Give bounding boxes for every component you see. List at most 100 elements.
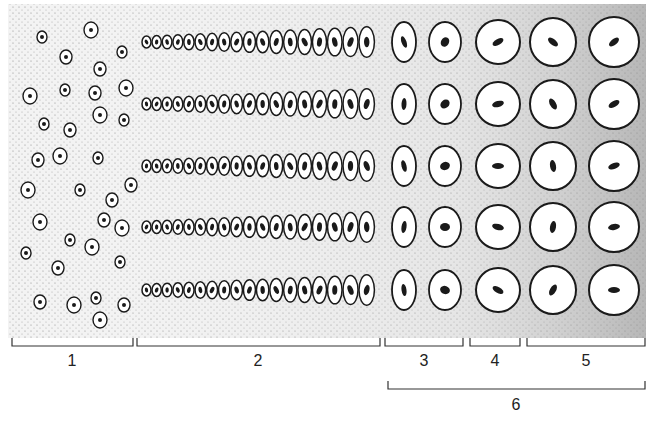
cell — [93, 152, 103, 164]
cell-nucleus — [247, 38, 252, 46]
cell-nucleus — [331, 161, 339, 172]
cell-nucleus — [259, 162, 266, 171]
cell — [34, 295, 46, 309]
cell — [60, 84, 70, 96]
cell — [195, 158, 206, 174]
cell-nucleus — [346, 284, 355, 295]
cell — [343, 212, 358, 241]
cell-nucleus — [40, 35, 44, 39]
cell-nucleus — [259, 38, 266, 47]
bracket — [470, 338, 520, 346]
cell — [359, 275, 374, 305]
cell-nucleus — [175, 224, 180, 231]
cell — [270, 279, 283, 302]
cell-nucleus — [300, 222, 308, 232]
cell — [118, 298, 130, 312]
cell — [589, 79, 639, 129]
cell-nucleus — [491, 36, 504, 47]
cell-nucleus — [234, 162, 239, 170]
cell-nucleus — [259, 223, 266, 232]
cell — [195, 34, 206, 50]
cell — [152, 221, 161, 234]
cell — [184, 219, 194, 235]
cell — [98, 213, 110, 227]
cell-nucleus — [96, 156, 100, 160]
cell-nucleus — [165, 101, 169, 107]
cell — [243, 32, 255, 53]
cell-nucleus — [24, 251, 28, 255]
cell-nucleus — [198, 287, 203, 294]
cell — [152, 98, 161, 111]
cell-nucleus — [197, 38, 203, 45]
cell — [32, 153, 44, 167]
cell-nucleus — [198, 101, 202, 108]
cell-nucleus — [302, 161, 308, 171]
cell-nucleus — [286, 161, 294, 171]
cell — [106, 193, 118, 207]
cell — [476, 20, 520, 64]
cell-nucleus — [63, 88, 67, 92]
cell-nucleus — [608, 287, 620, 293]
cell — [184, 282, 194, 298]
cell-nucleus — [246, 162, 252, 171]
cell-nucleus — [491, 284, 504, 295]
cell — [231, 32, 243, 52]
cell — [298, 277, 312, 302]
cell-nucleus — [165, 287, 168, 293]
cell — [162, 159, 172, 173]
cell — [392, 207, 416, 247]
cell-nucleus — [316, 161, 323, 171]
cell-nucleus — [315, 285, 323, 296]
cell-nucleus — [301, 285, 308, 295]
cell — [115, 220, 129, 236]
tissue-ground — [8, 4, 646, 338]
cell-nucleus — [346, 98, 354, 109]
cell — [328, 213, 343, 241]
cell-nucleus — [273, 37, 280, 46]
cell — [142, 36, 151, 48]
tissue-shade — [8, 4, 646, 338]
cell — [152, 284, 161, 297]
cell — [142, 160, 151, 172]
cell — [312, 153, 326, 179]
cell — [589, 265, 639, 315]
cell-nucleus — [154, 163, 159, 169]
cell — [343, 151, 358, 180]
cell — [231, 94, 243, 114]
cell — [328, 276, 343, 304]
cell-nucleus — [302, 99, 308, 109]
cell-nucleus — [247, 223, 251, 231]
cell-nucleus — [209, 100, 216, 108]
cell-nucleus — [154, 287, 159, 293]
cell — [115, 256, 125, 268]
cell-nucleus — [401, 98, 407, 110]
cell — [328, 152, 343, 180]
cell — [312, 91, 326, 117]
cell — [429, 146, 461, 186]
cell — [343, 89, 358, 118]
cell — [162, 220, 172, 234]
cell — [94, 62, 106, 76]
cell-nucleus — [175, 287, 180, 294]
cell — [52, 261, 64, 275]
cell-nucleus — [124, 86, 128, 90]
cell — [184, 34, 194, 50]
cell-nucleus — [607, 36, 620, 48]
cell-nucleus — [222, 38, 227, 46]
cell — [256, 31, 268, 53]
cell-nucleus — [246, 286, 252, 295]
cell — [152, 160, 161, 173]
cell — [207, 33, 218, 50]
cell — [23, 88, 37, 104]
cell-nucleus — [315, 99, 324, 110]
cell — [231, 217, 243, 237]
cell-nucleus — [287, 99, 293, 108]
cell-nucleus — [607, 161, 620, 171]
cell-nucleus — [36, 158, 40, 162]
cell — [312, 214, 326, 240]
cell — [328, 90, 343, 118]
cell — [93, 107, 107, 123]
cell — [231, 156, 243, 176]
cell-nucleus — [222, 100, 227, 107]
cell-nucleus — [364, 222, 370, 233]
